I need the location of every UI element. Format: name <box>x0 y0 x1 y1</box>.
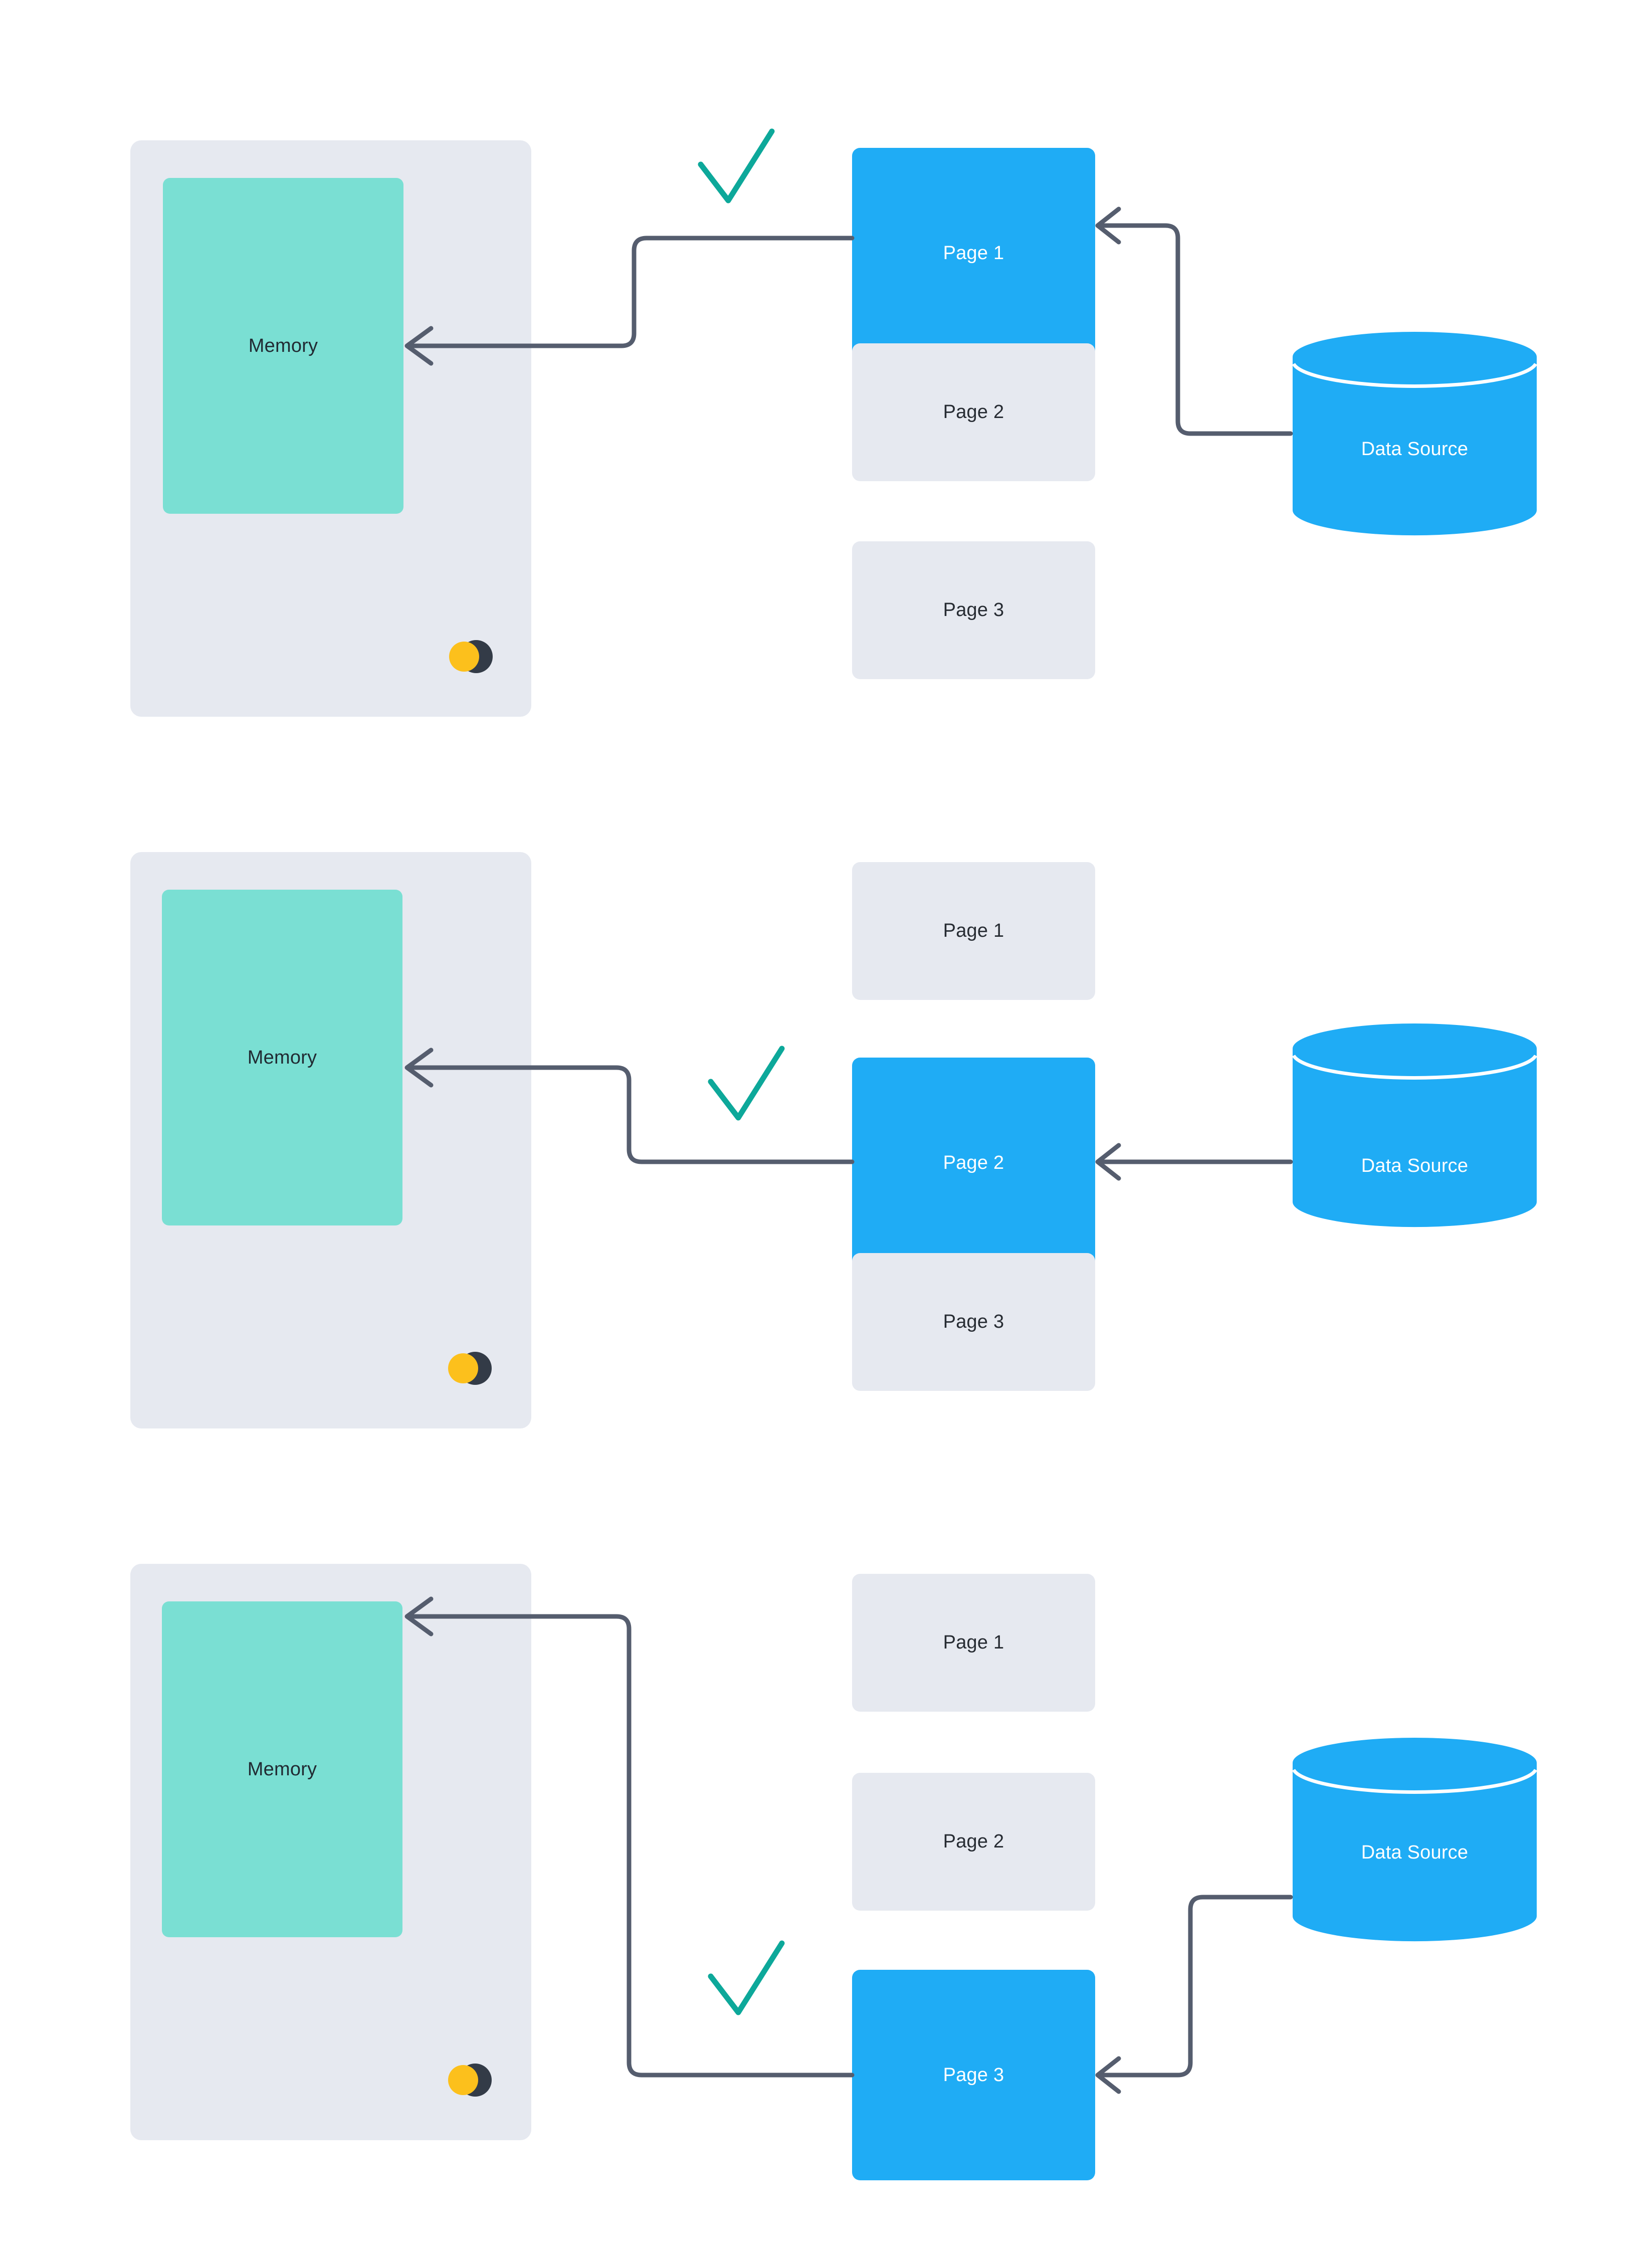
page-label: Page 3 <box>943 599 1004 621</box>
page-label: Page 1 <box>943 920 1004 941</box>
memory-label: Memory <box>248 335 318 356</box>
brand-logo <box>448 1343 492 1393</box>
brand-logo <box>448 2055 492 2105</box>
page-card-3-1[interactable]: Page 1 <box>852 1574 1095 1712</box>
page-card-2-2[interactable]: Page 2 <box>852 1058 1095 1268</box>
page-card-3-2[interactable]: Page 2 <box>852 1773 1095 1911</box>
page-label: Page 3 <box>943 1311 1004 1332</box>
memory-block-1[interactable]: Memory <box>163 178 403 514</box>
checkmark-icon <box>708 1046 785 1121</box>
page-label: Page 1 <box>943 1632 1004 1653</box>
page-card-3-3[interactable]: Page 3 <box>852 1970 1095 2180</box>
brand-logo <box>449 632 493 682</box>
page-label: Page 2 <box>943 1831 1004 1852</box>
memory-block-3[interactable]: Memory <box>162 1601 402 1937</box>
page-card-1-3[interactable]: Page 3 <box>852 541 1095 679</box>
page-label: Page 2 <box>943 1152 1004 1173</box>
data-source-1[interactable]: Data Source <box>1291 331 1539 536</box>
data-source-label: Data Source <box>1361 1842 1469 1863</box>
data-source-3[interactable]: Data Source <box>1291 1737 1539 1942</box>
page-card-1-1[interactable]: Page 1 <box>852 148 1095 358</box>
memory-block-2[interactable]: Memory <box>162 890 402 1225</box>
page-label: Page 3 <box>943 2064 1004 2086</box>
data-source-label: Data Source <box>1361 1155 1469 1176</box>
data-source-2[interactable]: Data Source <box>1291 1022 1539 1228</box>
page-card-2-1[interactable]: Page 1 <box>852 862 1095 1000</box>
memory-label: Memory <box>247 1047 317 1068</box>
memory-label: Memory <box>247 1758 317 1780</box>
checkmark-icon <box>708 1940 785 2015</box>
page-label: Page 2 <box>943 401 1004 423</box>
checkmark-icon <box>698 128 775 203</box>
page-card-1-2[interactable]: Page 2 <box>852 343 1095 481</box>
page-card-2-3[interactable]: Page 3 <box>852 1253 1095 1391</box>
page-label: Page 1 <box>943 242 1004 264</box>
data-source-label: Data Source <box>1361 439 1469 460</box>
